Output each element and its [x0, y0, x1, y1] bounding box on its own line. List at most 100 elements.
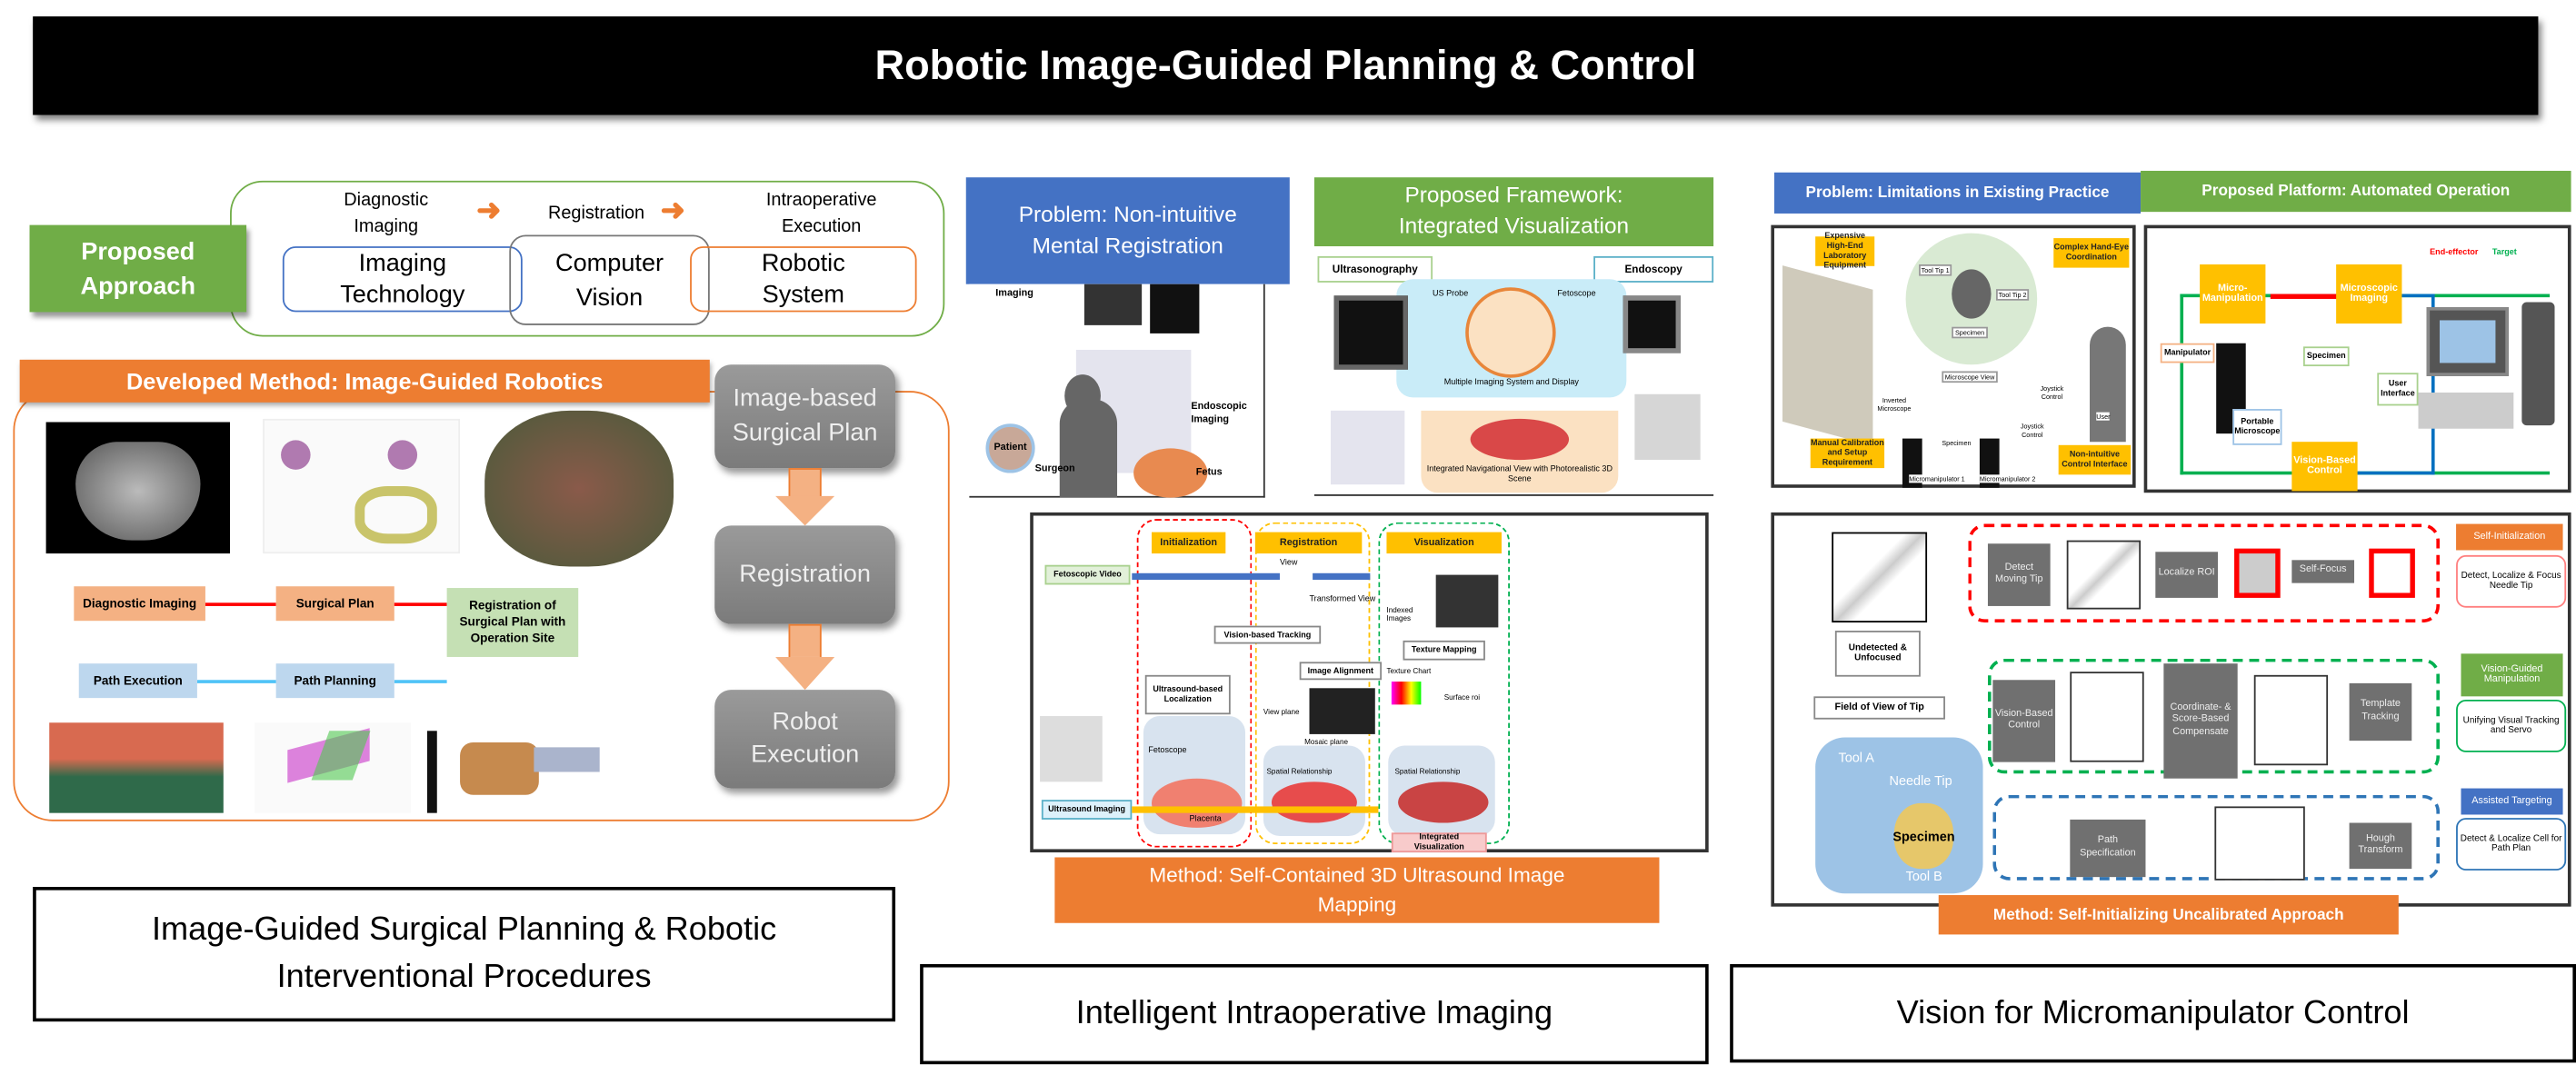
right-caption: Vision for Micromanipulator Control [1730, 963, 2576, 1063]
unfocused-tip-image [1832, 532, 1928, 623]
middle-problem-header: Problem: Non-intuitive Mental Registrati… [965, 177, 1290, 284]
label-target: Target [2491, 247, 2517, 258]
block-vision-based-control: Vision-Based Control [2291, 442, 2358, 492]
label-microscope-view: Microscope View [1942, 371, 1998, 383]
label-manipulator: Manipulator [2160, 343, 2215, 363]
automated-platform-illustration: Micro-Manipulation Microscopic Imaging V… [2143, 224, 2571, 493]
middle-caption: Intelligent Intraoperative Imaging [920, 963, 1709, 1065]
label-imaging: Imaging [995, 289, 1033, 299]
label-image-alignment: Image Alignment [1299, 662, 1383, 681]
right-platform-header: Proposed Platform: Automated Operation [2141, 170, 2571, 213]
label-fetoscope: Fetoscope [1557, 289, 1596, 299]
proposed-approach-label: Proposed Approach [29, 224, 247, 313]
path-planning-plot [255, 722, 411, 813]
label-user: User [2096, 412, 2111, 421]
right-problem-header: Problem: Limitations in Existing Practic… [1773, 172, 2142, 214]
stage-visualization: Visualization [1386, 532, 1502, 554]
middle-framework-header: Proposed Framework: Integrated Visualiza… [1313, 177, 1714, 247]
label-endoscopic-imaging: Endoscopic Imaging [1191, 402, 1247, 425]
label-ultrasonography: Ultrasonography [1317, 255, 1433, 283]
label-ultrasound-imaging: Ultrasound Imaging [1041, 800, 1133, 820]
label-tool-tip-2: Tool Tip 2 [1995, 289, 2030, 301]
label-joystick-control: Joystick Control [2020, 422, 2044, 439]
callout-non-intuitive: Non-intuitive Control Interface [2058, 444, 2132, 475]
middle-method-header: Method: Self-Contained 3D Ultrasound Ima… [1054, 857, 1660, 923]
label-tool-tip-1: Tool Tip 1 [1919, 264, 1952, 276]
desc-assisted-targeting: Detect & Localize Cell for Path Plan [2456, 818, 2567, 871]
block-hough-transform: Hough Transform [2349, 822, 2412, 870]
label-fetoscope: Fetoscope [1148, 745, 1187, 756]
label-vision-tracking: Vision-based Tracking [1213, 625, 1322, 644]
label-us-probe: US Probe [1433, 289, 1469, 299]
stage-registration: Registration [548, 204, 645, 224]
stage-initialization: Initialization [1151, 532, 1226, 554]
label-placenta: Placenta [1189, 814, 1222, 825]
label-indexed-images: Indexed Images [1386, 605, 1413, 623]
block-self-focus: Self-Focus [2291, 560, 2355, 583]
label-mosaic-plane: Mosaic plane [1304, 737, 1348, 746]
label-texture-mapping: Texture Mapping [1403, 640, 1485, 661]
self-initialization-zone [1968, 523, 2440, 623]
block-compensate: Coordinate- & Score-Based Compensate [2163, 663, 2238, 779]
label-texture-chart: Texture Chart [1386, 666, 1432, 675]
flow-registration: Registration of Surgical Plan with Opera… [446, 588, 579, 657]
right-method-header: Method: Self-Initializing Uncalibrated A… [1938, 895, 2399, 935]
block-vision-based-control: Vision-Based Control [1992, 680, 2056, 762]
label-spatial-relationship: Spatial Relationship [1394, 767, 1461, 776]
block-template-tracking: Template Tracking [2349, 682, 2412, 742]
left-caption: Image-Guided Surgical Planning & Robotic… [33, 886, 896, 1022]
callout-hand-eye: Complex Hand-Eye Coordination [2053, 238, 2130, 268]
tag-assisted-targeting: Assisted Targeting [2461, 788, 2563, 815]
existing-practice-illustration: Expensive High-End Laboratory Equipment … [1771, 224, 2136, 488]
label-patient: Patient [985, 423, 1035, 473]
flow-arrow [205, 602, 276, 606]
framework-illustration: Ultrasonography Endoscopy US Probe Fetos… [1313, 246, 1714, 496]
label-tool-b: Tool B [1905, 869, 1942, 884]
block-micro-manipulation: Micro-Manipulation [2200, 264, 2266, 324]
label-specimen: Specimen [2302, 346, 2350, 367]
tag-vision-guided-manipulation: Vision-Guided Manipulation [2461, 653, 2563, 697]
arrow-right-icon: ➜ [660, 194, 685, 227]
flow-arrow [394, 680, 447, 682]
flow-diagnostic-imaging: Diagnostic Imaging [74, 586, 205, 622]
pipeline-robot-execution: Robot Execution [714, 690, 896, 789]
arrow-down-icon [775, 495, 835, 526]
arrow-right-icon: ➜ [476, 194, 502, 227]
uncalibrated-approach-diagram: Detect Moving Tip Localize ROI Self-Focu… [1771, 512, 2571, 907]
field-of-view-illustration: Tool A Needle Tip Specimen Tool B [1815, 737, 1983, 894]
block-detect-moving-tip: Detect Moving Tip [1987, 543, 2051, 606]
domain-imaging-technology: Imaging Technology [282, 246, 523, 313]
label-spatial-relationship: Spatial Relationship [1266, 767, 1333, 776]
block-path-specification: Path Specification [2070, 819, 2146, 878]
arrow-down-icon [775, 656, 835, 691]
flow-path-execution: Path Execution [78, 663, 197, 699]
desc-vision-guided-manipulation: Unifying Visual Tracking and Servo [2456, 699, 2567, 752]
label-needle-tip: Needle Tip [1889, 773, 1952, 789]
segmentation-plots-image [263, 418, 461, 554]
ultrasound-mapping-diagram: Initialization Registration Visualizatio… [1030, 512, 1709, 853]
label-undetected-unfocused: Undetected & Unfocused [1834, 631, 1921, 677]
flow-arrow [394, 602, 447, 606]
label-tool-a: Tool A [1838, 750, 1874, 766]
label-specimen: Specimen [1952, 326, 1988, 339]
label-inverted-microscope: Inverted Microscope [1872, 395, 1916, 413]
label-surface-roi: Surface roi [1443, 692, 1481, 702]
callout-manual-calibration: Manual Calibration and Setup Requirement [1810, 438, 1885, 469]
label-fetus: Fetus [1195, 468, 1223, 478]
label-joystick-control: Joystick Control [2040, 383, 2064, 402]
domain-computer-vision: Computer Vision [509, 234, 710, 325]
callout-expensive-equipment: Expensive High-End Laboratory Equipment [1815, 232, 1875, 271]
label-specimen: Specimen [1942, 438, 1972, 447]
stage-registration: Registration [1254, 532, 1363, 554]
block-microscopic-imaging: Microscopic Imaging [2336, 264, 2402, 324]
flow-path-planning: Path Planning [275, 663, 394, 699]
label-integrated-visualization: Integrated Visualization [1391, 832, 1487, 853]
label-field-of-view: Field of View of Tip [1813, 696, 1945, 720]
label-transformed-view: Transformed View [1309, 594, 1376, 605]
domain-robotic-system: Robotic System [690, 246, 917, 313]
label-micromanipulator-1: Micromanipulator 1 [1909, 474, 1965, 483]
page-title: Robotic Image-Guided Planning & Control [33, 16, 2539, 115]
label-fetoscopic-video: Fetoscopic Video [1044, 564, 1131, 585]
label-us-localization: Ultrasound-based Localization [1144, 674, 1231, 715]
label-user-interface: User Interface [2377, 373, 2419, 406]
